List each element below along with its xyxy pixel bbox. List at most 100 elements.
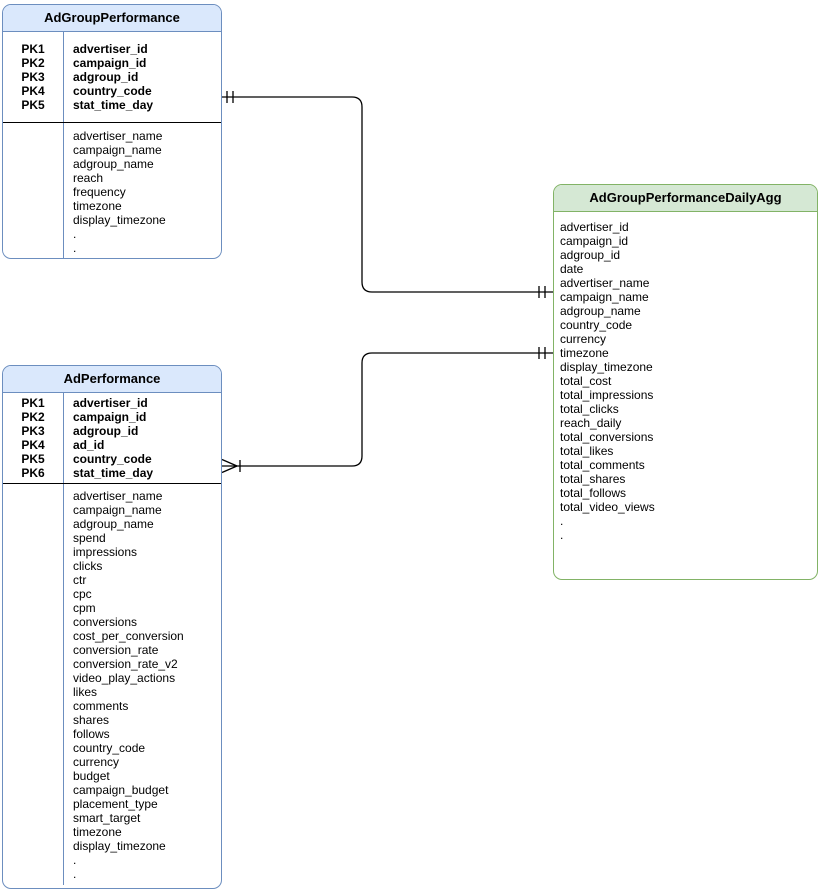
attribute-name: total_video_views	[560, 500, 655, 514]
pk-field-name: ad_id	[73, 438, 105, 452]
pk-field-name: advertiser_id	[73, 396, 148, 410]
pk-label: PK5	[21, 98, 45, 112]
attribute-name: adgroup_id	[560, 248, 621, 262]
attribute-name: spend	[73, 531, 106, 545]
attribute-name: advertiser_name	[73, 489, 163, 503]
one-and-only-one-marker	[538, 286, 546, 298]
entity-adgroupperformancedailyagg[interactable]: AdGroupPerformanceDailyAgg advertiser_id…	[553, 184, 818, 580]
attribute-name: timezone	[560, 346, 609, 360]
one-or-many-crow-foot-marker	[221, 458, 241, 474]
attribute-name: timezone	[73, 199, 122, 213]
attribute-name: total_clicks	[560, 402, 619, 416]
empty-pk-cell	[3, 123, 64, 258]
attribute-name: likes	[73, 685, 98, 699]
attribute-name: smart_target	[73, 811, 141, 825]
attribute-name: campaign_name	[73, 143, 162, 157]
pk-label: PK6	[21, 466, 45, 480]
attribute-name: conversion_rate_v2	[73, 657, 178, 671]
attribute-name: advertiser_id	[560, 220, 629, 234]
attribute-name: campaign_budget	[73, 783, 169, 797]
attribute-name: cost_per_conversion	[73, 629, 184, 643]
entity-title: AdPerformance	[3, 366, 221, 393]
attribute-name: .	[73, 853, 77, 867]
attribute-name: total_impressions	[560, 388, 654, 402]
attribute-name: date	[560, 262, 584, 276]
pk-field-name: country_code	[73, 84, 152, 98]
attribute-name: display_timezone	[560, 360, 653, 374]
pk-label: PK4	[21, 84, 45, 98]
pk-label: PK2	[21, 410, 45, 424]
attribute-name: impressions	[73, 545, 138, 559]
attribute-name: timezone	[73, 825, 122, 839]
attribute-name: video_play_actions	[73, 671, 176, 685]
attribute-name: campaign_id	[560, 234, 629, 248]
empty-pk-cell	[3, 484, 64, 885]
pk-label: PK4	[21, 438, 45, 452]
attribute-name: total_likes	[560, 444, 614, 458]
relationship-line[interactable]	[222, 96, 553, 293]
pk-label: PK2	[21, 56, 45, 70]
attribute-name: comments	[73, 699, 129, 713]
relationship-adperformance-to-dailyagg[interactable]	[221, 347, 553, 474]
attribute-name: total_follows	[560, 486, 627, 500]
attribute-name: .	[73, 227, 77, 241]
pk-field-name: adgroup_id	[73, 424, 139, 438]
attribute-name: reach	[73, 171, 104, 185]
pk-field-name: country_code	[73, 452, 152, 466]
relationship-adgroupperformance-to-dailyagg[interactable]	[222, 91, 553, 298]
attribute-name: conversion_rate	[73, 643, 159, 657]
attribute-name: display_timezone	[73, 213, 166, 227]
attribute-name: frequency	[73, 185, 126, 199]
attribute-name: total_cost	[560, 374, 612, 388]
attribute-name: currency	[560, 332, 607, 346]
pk-label: PK3	[21, 70, 45, 84]
attribute-name: ctr	[73, 573, 87, 587]
relationship-line[interactable]	[222, 352, 553, 467]
attribute-name: total_conversions	[560, 430, 654, 444]
attribute-name: total_shares	[560, 472, 626, 486]
attribute-name: .	[560, 514, 564, 528]
attribute-name: currency	[73, 755, 120, 769]
attribute-name: display_timezone	[73, 839, 166, 853]
pk-label: PK5	[21, 452, 45, 466]
attribute-name: campaign_name	[73, 503, 162, 517]
attribute-name: .	[560, 528, 564, 542]
attribute-name: cpm	[73, 601, 96, 615]
attribute-name: adgroup_name	[560, 304, 641, 318]
attribute-name: clicks	[73, 559, 103, 573]
attribute-name: .	[73, 241, 77, 255]
attribute-name: placement_type	[73, 797, 158, 811]
attribute-name: .	[73, 867, 77, 881]
attribute-name: country_code	[560, 318, 633, 332]
attribute-name: adgroup_name	[73, 157, 154, 171]
attribute-name: adgroup_name	[73, 517, 154, 531]
pk-field-name: campaign_id	[73, 410, 147, 424]
attribute-name: campaign_name	[560, 290, 649, 304]
attribute-name: budget	[73, 769, 110, 783]
attribute-name: follows	[73, 727, 110, 741]
pk-field-name: campaign_id	[73, 56, 147, 70]
attribute-name: country_code	[73, 741, 146, 755]
one-and-only-one-marker	[226, 91, 234, 103]
pk-field-name: advertiser_id	[73, 42, 148, 56]
attribute-name: cpc	[73, 587, 92, 601]
pk-label: PK1	[21, 396, 45, 410]
pk-field-name: adgroup_id	[73, 70, 139, 84]
attribute-name: advertiser_name	[73, 129, 163, 143]
pk-field-name: stat_time_day	[73, 466, 154, 480]
attribute-name: total_comments	[560, 458, 645, 472]
